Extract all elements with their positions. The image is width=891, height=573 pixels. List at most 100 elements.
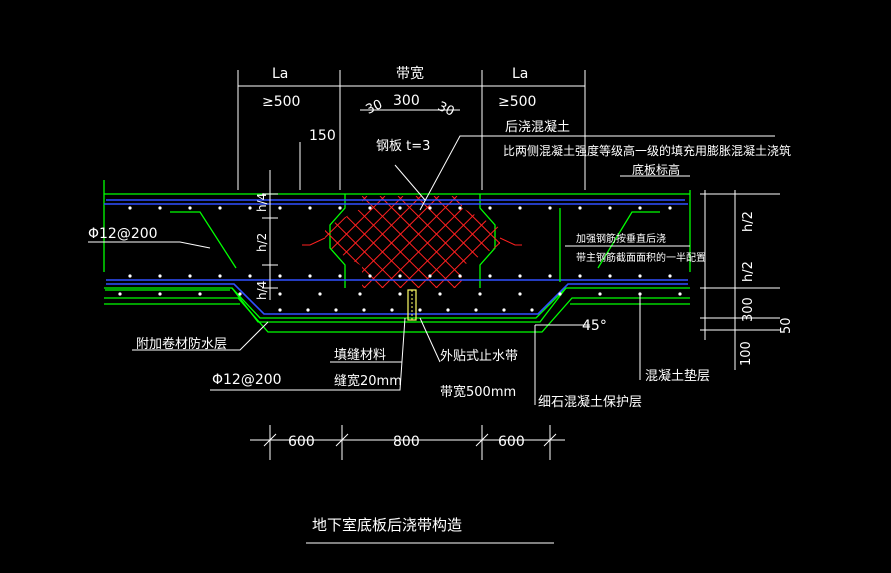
left-dimensions (262, 170, 278, 300)
dim-600-left-label: 600 (288, 434, 315, 450)
rebar-dot (518, 274, 522, 278)
rebar-bottom-label: Φ12@200 (212, 372, 282, 388)
dim-150-label: 150 (309, 128, 336, 144)
rebar-dot (158, 292, 162, 296)
rebar-dot (668, 274, 672, 278)
rebar-dot (306, 308, 310, 312)
rebar-dot (318, 292, 322, 296)
post-cast-note: 比两侧混凝土强度等级高一级的填充用膨胀混凝土浇筑 (503, 143, 791, 158)
rebar-dot (428, 206, 432, 210)
protect-layer-label: 细石混凝土保护层 (538, 394, 642, 410)
filler-label: 填缝材料 (334, 348, 386, 363)
rebar-dot (518, 206, 522, 210)
dim-100-label: 100 (739, 341, 754, 366)
hatch-line (325, 196, 404, 288)
rebar-dot (398, 274, 402, 278)
dim-600-right-label: 600 (498, 434, 525, 450)
hatch-line (325, 196, 368, 288)
steel-plate-label: 钢板 t=3 (376, 139, 430, 154)
rebar-lines (104, 199, 688, 315)
waterstop-label: 外贴式止水带 (440, 349, 518, 364)
dim-300-top: 300 (393, 93, 420, 109)
ge500-left-label: ≥500 (262, 94, 300, 110)
rebar-dot (248, 206, 252, 210)
rebar-dot (128, 206, 132, 210)
cushion-layer-label: 混凝土垫层 (645, 368, 710, 384)
rebar-dot (198, 292, 202, 296)
rebar-dot (638, 206, 642, 210)
added-rebars (105, 208, 660, 291)
rebar-dot (458, 274, 462, 278)
leader-lines (88, 135, 775, 405)
la-right-label: La (512, 66, 528, 82)
hatch-line (361, 196, 458, 288)
rebar-dot (218, 206, 222, 210)
hatch-line (487, 196, 500, 288)
slab-outline (103, 180, 691, 333)
rebar-dot (478, 292, 482, 296)
h4-bottom-label: h/4 (255, 281, 269, 300)
h2-mid-label: h/2 (255, 233, 269, 252)
rebar-dot (308, 206, 312, 210)
add-rebar-note-1: 加强钢筋按垂直后浇 (576, 232, 666, 245)
band-width-label: 带宽 (396, 65, 424, 82)
rebar-dot (308, 274, 312, 278)
rebar-dot (488, 274, 492, 278)
post-cast-concrete-label: 后浇混凝土 (505, 119, 570, 135)
drawing-title: 地下室底板后浇带构造 (312, 516, 462, 534)
rebar-dot (158, 206, 162, 210)
hatch-line (487, 196, 500, 288)
dim-300-right-label: 300 (741, 297, 756, 322)
rebar-dot (438, 292, 442, 296)
rebar-dot (678, 292, 682, 296)
rebar-dot (334, 308, 338, 312)
rebar-dot (608, 274, 612, 278)
rebar-dot (668, 206, 672, 210)
rebar-dot (278, 274, 282, 278)
hatch-line (433, 196, 500, 288)
rebar-dot (238, 292, 242, 296)
rebar-dot (428, 274, 432, 278)
rebar-dot (398, 292, 402, 296)
la-left-label: La (272, 66, 288, 82)
rebar-dot (128, 274, 132, 278)
bottom-dimensions (250, 425, 565, 460)
rebar-dot (188, 274, 192, 278)
angle-45-label: 45° (582, 318, 607, 334)
add-rebar-note-2: 带主钢筋截面面积的一半配置 (576, 251, 706, 264)
rebar-dot (362, 308, 366, 312)
h4-top-label: h/4 (255, 193, 269, 212)
gap-width-label: 缝宽20mm (334, 373, 402, 389)
rebar-dot (474, 308, 478, 312)
rebar-dot (518, 292, 522, 296)
rebar-dot (118, 292, 122, 296)
hatch-line (379, 196, 476, 288)
h2-right-top-label: h/2 (741, 211, 756, 232)
rebar-dot (398, 206, 402, 210)
dim-30-right: 30 (435, 99, 456, 120)
ge500-right-label: ≥500 (498, 94, 536, 110)
slab-elevation-label: 底板标高 (632, 162, 680, 177)
rebar-dot (638, 274, 642, 278)
dim-800-label: 800 (393, 434, 420, 450)
rebar-dot (368, 274, 372, 278)
rebar-dot (338, 206, 342, 210)
rebar-dot (278, 292, 282, 296)
hatch-line (451, 196, 500, 288)
rebar-dot (558, 292, 562, 296)
rebar-dot (338, 274, 342, 278)
h2-right-bottom-label: h/2 (741, 261, 756, 282)
dim-50-label: 50 (779, 317, 794, 334)
rebar-dot (548, 206, 552, 210)
rebar-dot (358, 292, 362, 296)
right-dimensions (700, 190, 780, 370)
rebar-dot (446, 308, 450, 312)
dim-30-left: 30 (364, 97, 385, 118)
rebar-dot (158, 274, 162, 278)
rebar-dot (188, 206, 192, 210)
rebar-dot (218, 274, 222, 278)
waterstop-width-label: 带宽500mm (440, 384, 516, 400)
rebar-dot (390, 308, 394, 312)
rebar-dot (278, 308, 282, 312)
